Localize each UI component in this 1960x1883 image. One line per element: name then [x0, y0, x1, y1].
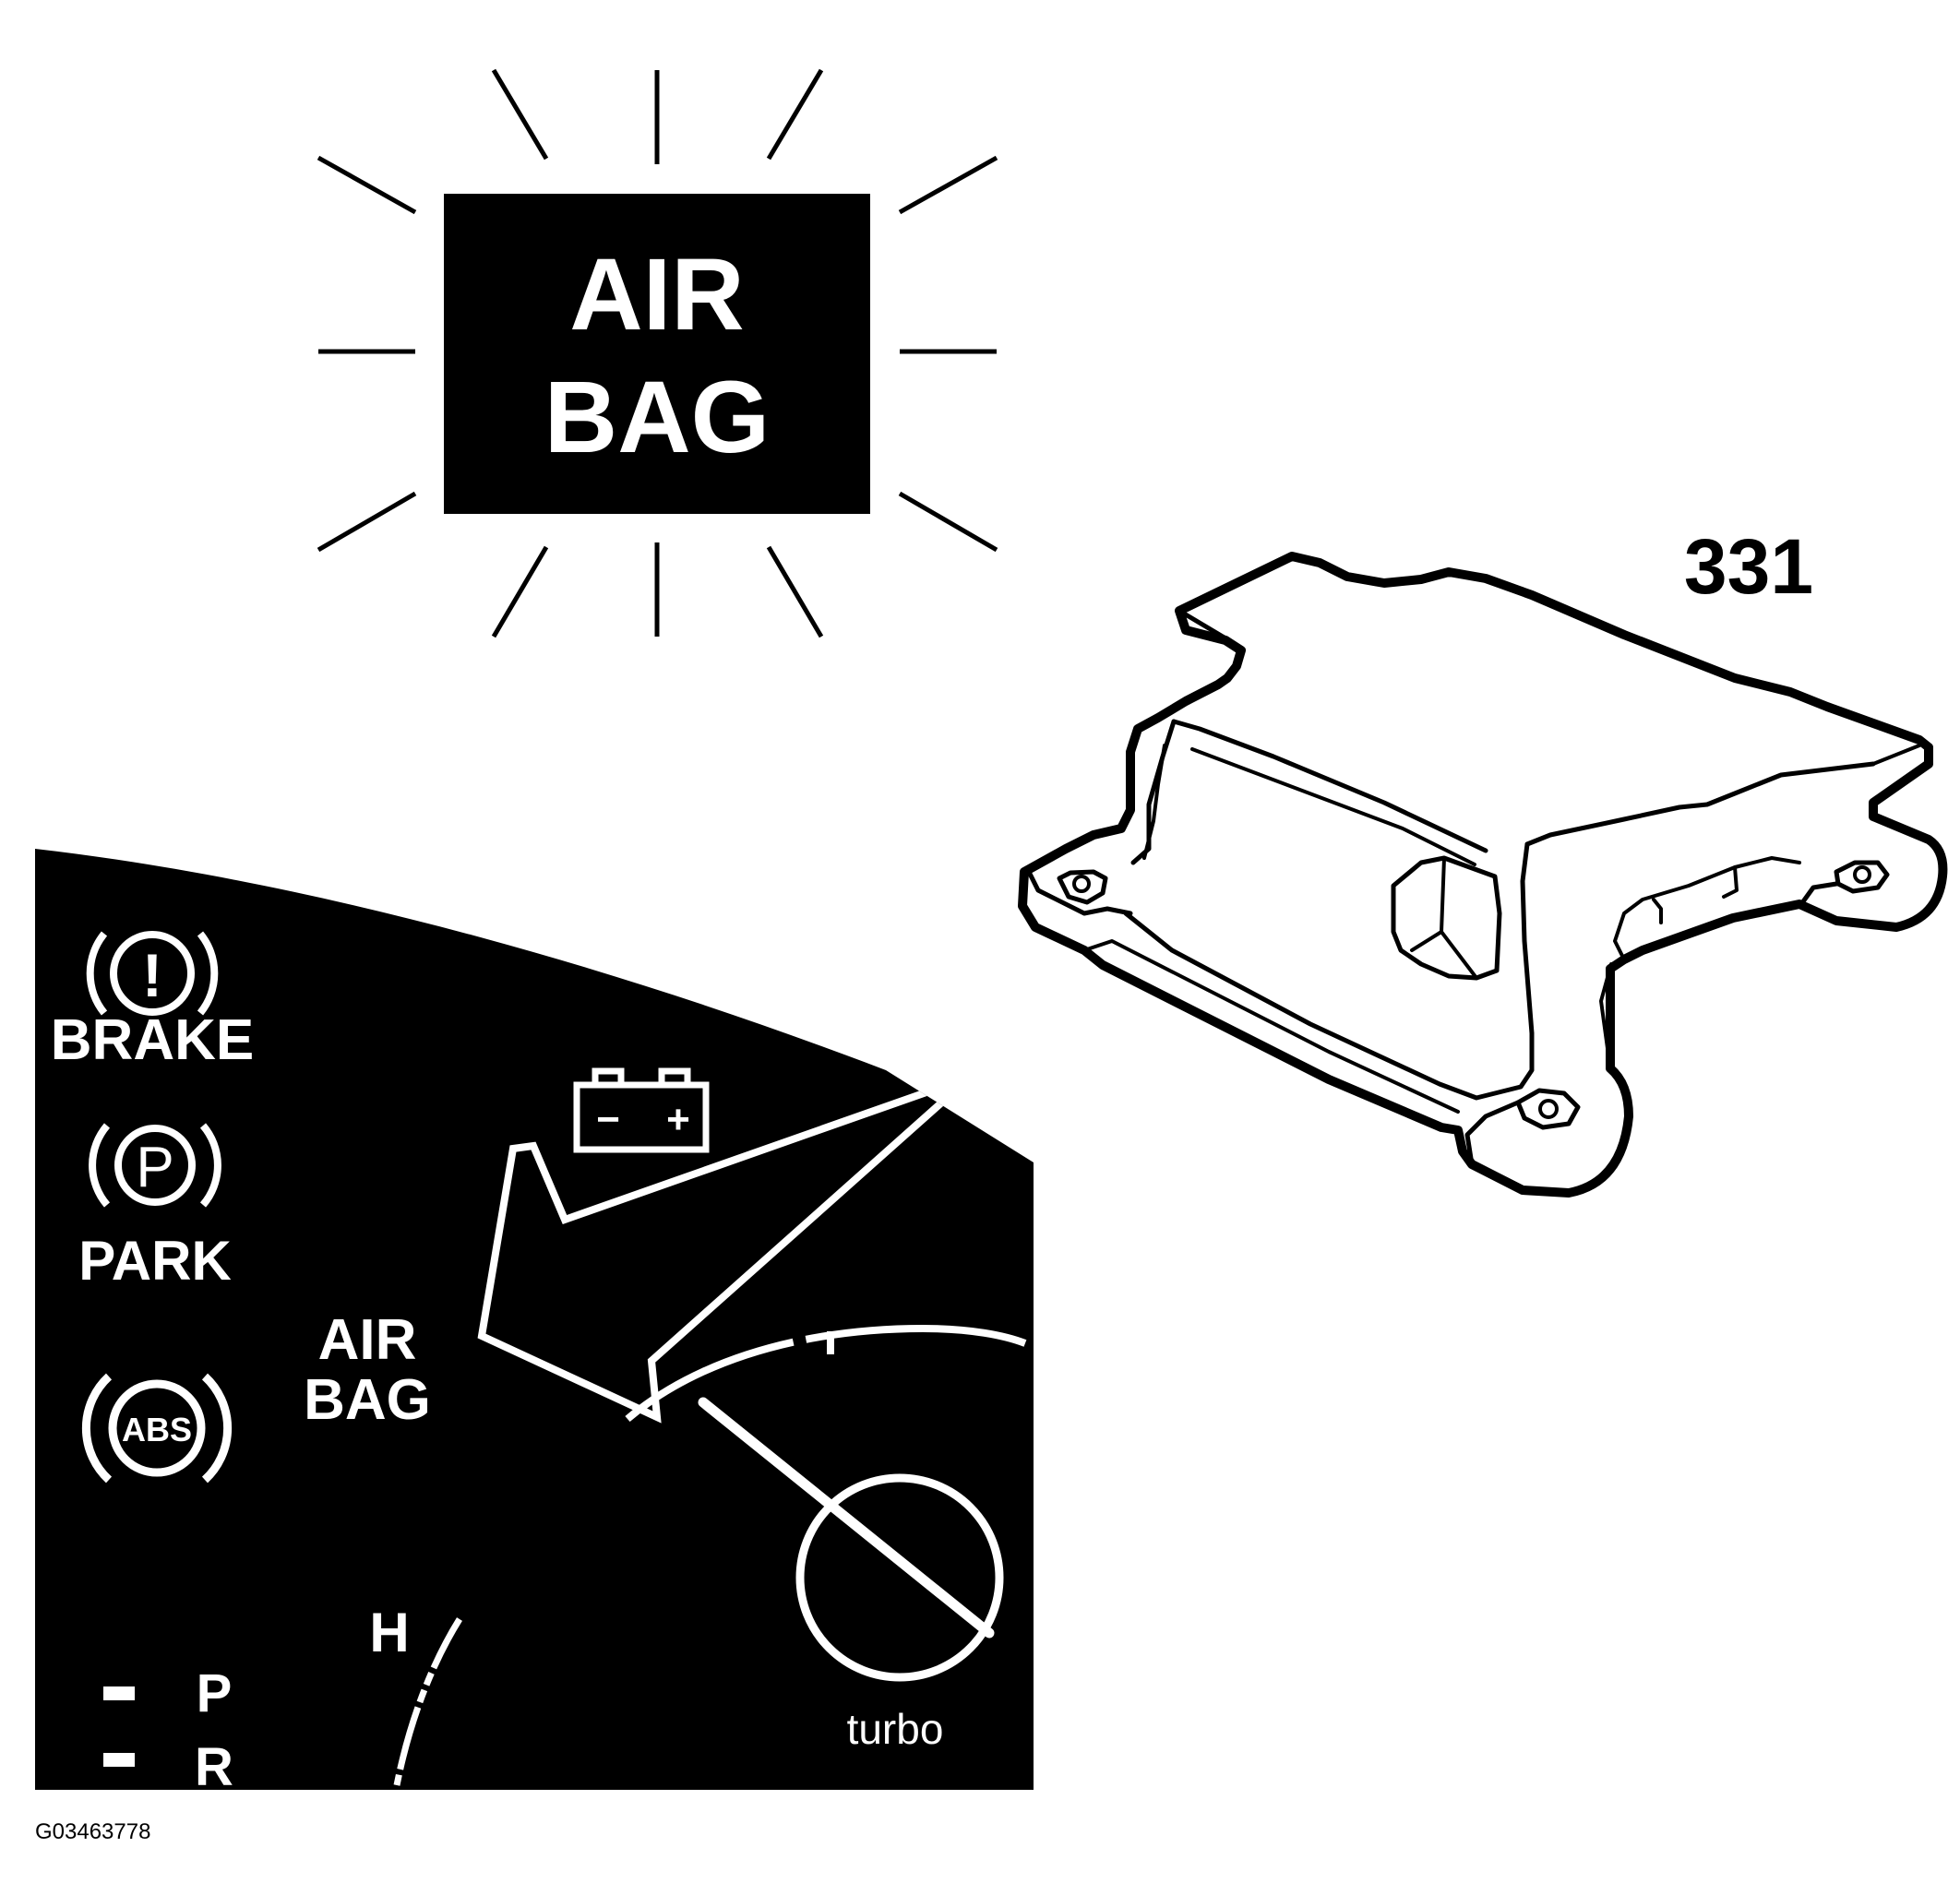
abs-symbol: ABS: [122, 1411, 192, 1448]
turbo-gauge-icon: [795, 1473, 1004, 1682]
brake-label: BRAKE: [51, 1008, 254, 1072]
turbo-label: turbo: [847, 1705, 944, 1753]
battery-plus: +: [666, 1097, 690, 1142]
lamp-text-line2: BAG: [544, 361, 770, 474]
pointer-arrow-icon: [477, 1073, 974, 1424]
gear-r-label: R: [195, 1737, 233, 1797]
cluster-panel: [35, 849, 1034, 1790]
instrument-cluster: ! BRAKE P PARK ABS: [35, 849, 1034, 1797]
speedometer-arc: [625, 1324, 1034, 1423]
abs-indicator: ABS: [81, 1373, 233, 1484]
battery-minus: −: [596, 1097, 620, 1142]
brake-warning-symbol: !: [142, 941, 162, 1009]
airbag-control-module-drawing: [1018, 552, 1948, 1198]
lamp-text-line1: AIR: [569, 238, 744, 352]
abs-icon: [81, 1373, 233, 1484]
park-indicator: P PARK: [78, 1123, 232, 1292]
battery-icon: [573, 1067, 710, 1153]
park-brake-icon: [89, 1123, 221, 1208]
component-number: 331: [1684, 523, 1813, 610]
lamp-panel: [444, 194, 870, 514]
cluster-airbag-label-line1: AIR: [318, 1308, 417, 1372]
temperature-gauge-arc: [393, 1617, 462, 1786]
park-label: PARK: [78, 1230, 232, 1292]
figure-id: G03463778: [35, 1819, 150, 1844]
gauge-needle: [698, 1397, 995, 1639]
gear-p-marker: [103, 1686, 135, 1700]
temperature-hot-label: H: [369, 1602, 409, 1663]
brake-warning-icon: [86, 931, 219, 1016]
gear-r-marker: [103, 1753, 135, 1767]
park-brake-symbol: P: [136, 1136, 173, 1199]
cluster-airbag-label-line2: BAG: [304, 1368, 431, 1432]
brake-indicator: ! BRAKE: [51, 931, 254, 1072]
gear-p-label: P: [197, 1663, 233, 1723]
airbag-warning-lamp: AIR BAG: [317, 68, 998, 638]
lamp-glow-rays: [317, 68, 998, 638]
